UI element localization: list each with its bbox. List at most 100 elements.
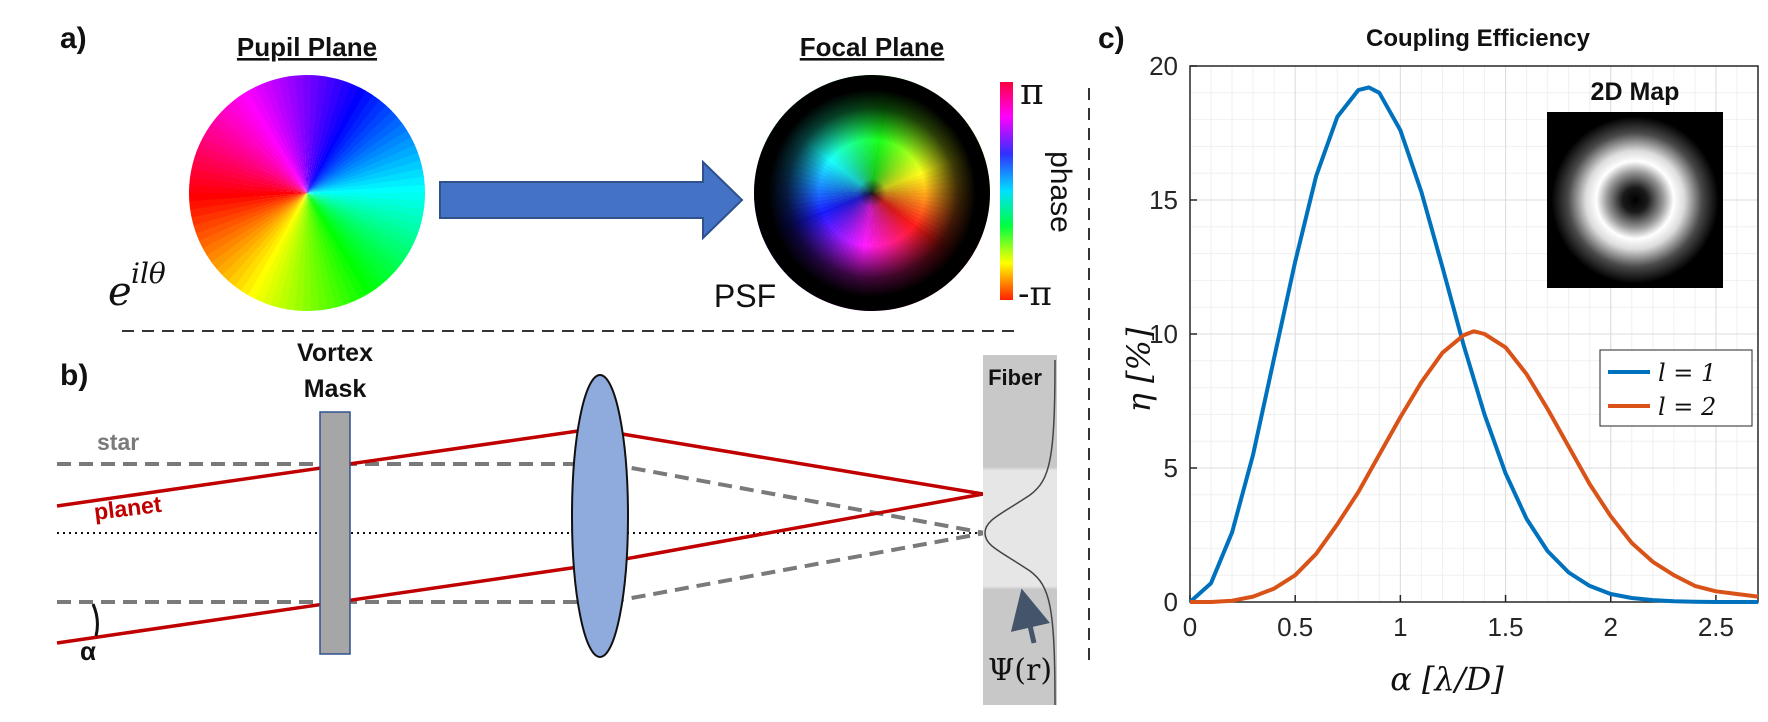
phase-wedge xyxy=(191,193,307,226)
phase-wedge xyxy=(307,160,423,193)
phase-wedge xyxy=(307,130,412,193)
mask-label: Mask xyxy=(304,375,367,403)
phase-wedge xyxy=(199,193,307,249)
phase-wedge xyxy=(307,110,398,193)
x-tick-label: 1.5 xyxy=(1487,612,1523,642)
phase-wedge xyxy=(307,94,380,193)
alpha-label: α xyxy=(80,636,96,666)
planet-rays xyxy=(56,427,984,645)
phase-wedge xyxy=(307,152,421,193)
phase-wedge xyxy=(307,144,418,193)
phase-wedge xyxy=(216,193,307,276)
y-axis-label: η [%] xyxy=(1120,327,1158,412)
phase-wedge xyxy=(307,193,419,241)
phase-wedge xyxy=(307,193,424,218)
pupil-phase-wheel xyxy=(189,75,425,311)
phase-wedge xyxy=(234,95,307,193)
phase-wedge xyxy=(307,193,336,310)
inset-title: 2D Map xyxy=(1591,78,1680,106)
phase-wedge xyxy=(248,193,307,300)
phase-wedge xyxy=(234,193,307,292)
phase-wedge xyxy=(286,193,307,311)
exponent-base: e xyxy=(108,269,132,315)
chart-title: Coupling Efficiency xyxy=(1366,25,1591,52)
phase-wedge xyxy=(307,123,408,193)
phase-wedge xyxy=(221,105,307,193)
phase-wedge xyxy=(307,193,403,269)
phase-wedge xyxy=(307,192,425,202)
phase-wedge xyxy=(189,176,307,193)
phase-wedge xyxy=(193,152,307,193)
vortex-mask xyxy=(319,411,351,655)
phase-wedge xyxy=(190,168,307,193)
colorbar-label: phase xyxy=(1044,151,1077,233)
y-tick-label: 0 xyxy=(1164,587,1178,617)
phase-wedge xyxy=(270,78,307,193)
phase-wedge xyxy=(307,76,336,193)
phase-wedge xyxy=(255,193,307,303)
legend-entry: l = 2 xyxy=(1658,393,1716,421)
panel-a-letter: a) xyxy=(60,22,87,55)
phase-wedge xyxy=(307,193,415,249)
x-axis-label: α [λ/D] xyxy=(1390,660,1504,698)
y-tick-label: 20 xyxy=(1149,51,1178,81)
y-tick-label: 15 xyxy=(1149,185,1178,215)
phase-wedge xyxy=(262,80,307,193)
phase-wedge xyxy=(307,193,360,303)
alpha-arc xyxy=(91,603,99,637)
phase-wedge xyxy=(307,137,415,193)
phase-wedge xyxy=(302,75,312,193)
phase-wedge xyxy=(241,193,307,296)
phase-colorbar xyxy=(1000,82,1013,300)
phase-wedge xyxy=(307,193,374,296)
x-tick-label: 0.5 xyxy=(1277,612,1313,642)
legend-box xyxy=(1599,349,1753,427)
phase-wedge xyxy=(228,193,307,287)
phase-wedge xyxy=(202,193,307,256)
focal-plane-title: Focal Plane xyxy=(800,32,945,62)
phase-wedge xyxy=(216,111,307,193)
exponent-term: ilθ xyxy=(131,257,166,290)
phase-wedge xyxy=(307,193,367,300)
colorbar-bottom-label: -π xyxy=(1018,274,1052,314)
phase-wedge xyxy=(307,193,393,281)
psf-label: PSF xyxy=(714,278,776,314)
propagation-arrow xyxy=(439,159,744,241)
legend-entry: l = 1 xyxy=(1658,359,1716,387)
phase-wedge xyxy=(206,193,307,263)
phase-wedge xyxy=(189,184,307,194)
phase-wedge xyxy=(307,80,352,193)
y-tick-label: 10 xyxy=(1149,319,1178,349)
phase-wedge xyxy=(307,193,380,291)
phase-wedge xyxy=(307,75,328,193)
phase-wedge xyxy=(195,145,307,193)
phase-wedge xyxy=(247,86,307,193)
phase-wedge xyxy=(307,99,386,193)
phase-wedge xyxy=(240,90,307,193)
panel-c-letter: c) xyxy=(1098,22,1125,55)
y-tick-label: 5 xyxy=(1164,453,1178,483)
phase-wedge xyxy=(307,83,359,193)
phase-wedge xyxy=(196,193,307,242)
vortex-label: Vortex xyxy=(297,339,373,367)
phase-wedge xyxy=(193,193,307,234)
phase-wedge xyxy=(191,160,307,193)
phase-wedge xyxy=(278,193,307,310)
x-tick-label: 1 xyxy=(1393,612,1407,642)
phase-wedge xyxy=(307,116,403,193)
phase-wedge xyxy=(307,193,408,263)
inset-donut-map xyxy=(1547,112,1723,288)
phase-wedge xyxy=(262,193,307,306)
x-tick-label: 2 xyxy=(1604,612,1618,642)
lens xyxy=(571,374,629,658)
phase-wedge xyxy=(211,117,307,193)
phase-wedge xyxy=(199,137,307,193)
phase-wedge xyxy=(202,130,307,193)
phase-wedge xyxy=(307,193,352,306)
x-tick-label: 0 xyxy=(1183,612,1197,642)
fiber-label: Fiber xyxy=(988,365,1042,390)
phase-wedge xyxy=(307,86,366,193)
mode-label: Ψ(r) xyxy=(988,653,1052,688)
series-line-l2 xyxy=(1190,329,1759,604)
